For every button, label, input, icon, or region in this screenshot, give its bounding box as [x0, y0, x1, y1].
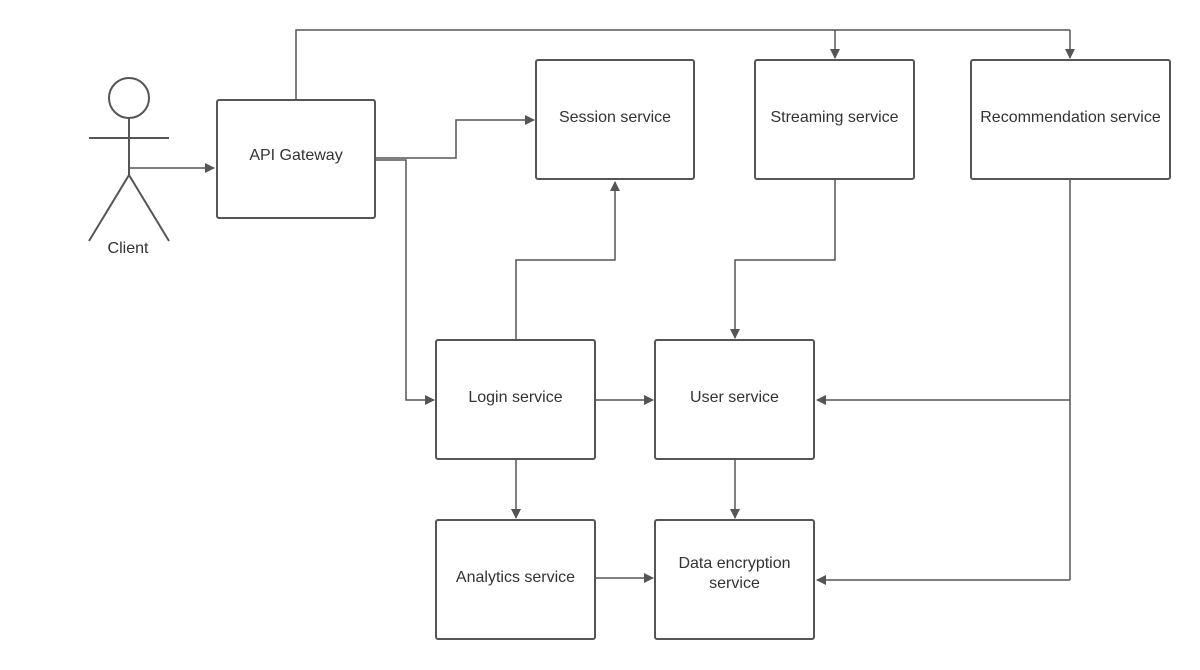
edge-api-gateway-top-bus [295, 29, 1070, 99]
api-gateway-node[interactable]: API Gateway [216, 99, 376, 219]
client-actor-icon [88, 77, 170, 242]
edge-login-service-to-session-service [515, 181, 620, 339]
edge-streaming-service-to-user-service [730, 180, 836, 339]
session-service-label: Session service [558, 108, 672, 126]
user-service-label: User service [690, 388, 779, 406]
data-encryption-service-label: Data encryption service [678, 554, 791, 592]
recommendation-service-node[interactable]: Recommendation service [970, 59, 1171, 180]
edge-api-gateway-to-session-service [376, 115, 535, 159]
edge-api-gateway-to-login-service [376, 159, 435, 405]
analytics-service-label: Analytics service [455, 568, 576, 586]
login-service-label: Login service [468, 388, 563, 406]
client-label: Client [107, 240, 149, 257]
recommendation-service-label: Recommendation service [980, 108, 1161, 126]
api-gateway-label: API Gateway [249, 147, 343, 164]
login-service-node[interactable]: Login service [435, 339, 596, 460]
user-service-node[interactable]: User service [654, 339, 815, 460]
streaming-service-label: Streaming service [770, 108, 899, 126]
session-service-node[interactable]: Session service [535, 59, 695, 180]
analytics-service-node[interactable]: Analytics service [435, 519, 596, 640]
streaming-service-node[interactable]: Streaming service [754, 59, 915, 180]
data-encryption-service-node[interactable]: Data encryption service [654, 519, 815, 640]
